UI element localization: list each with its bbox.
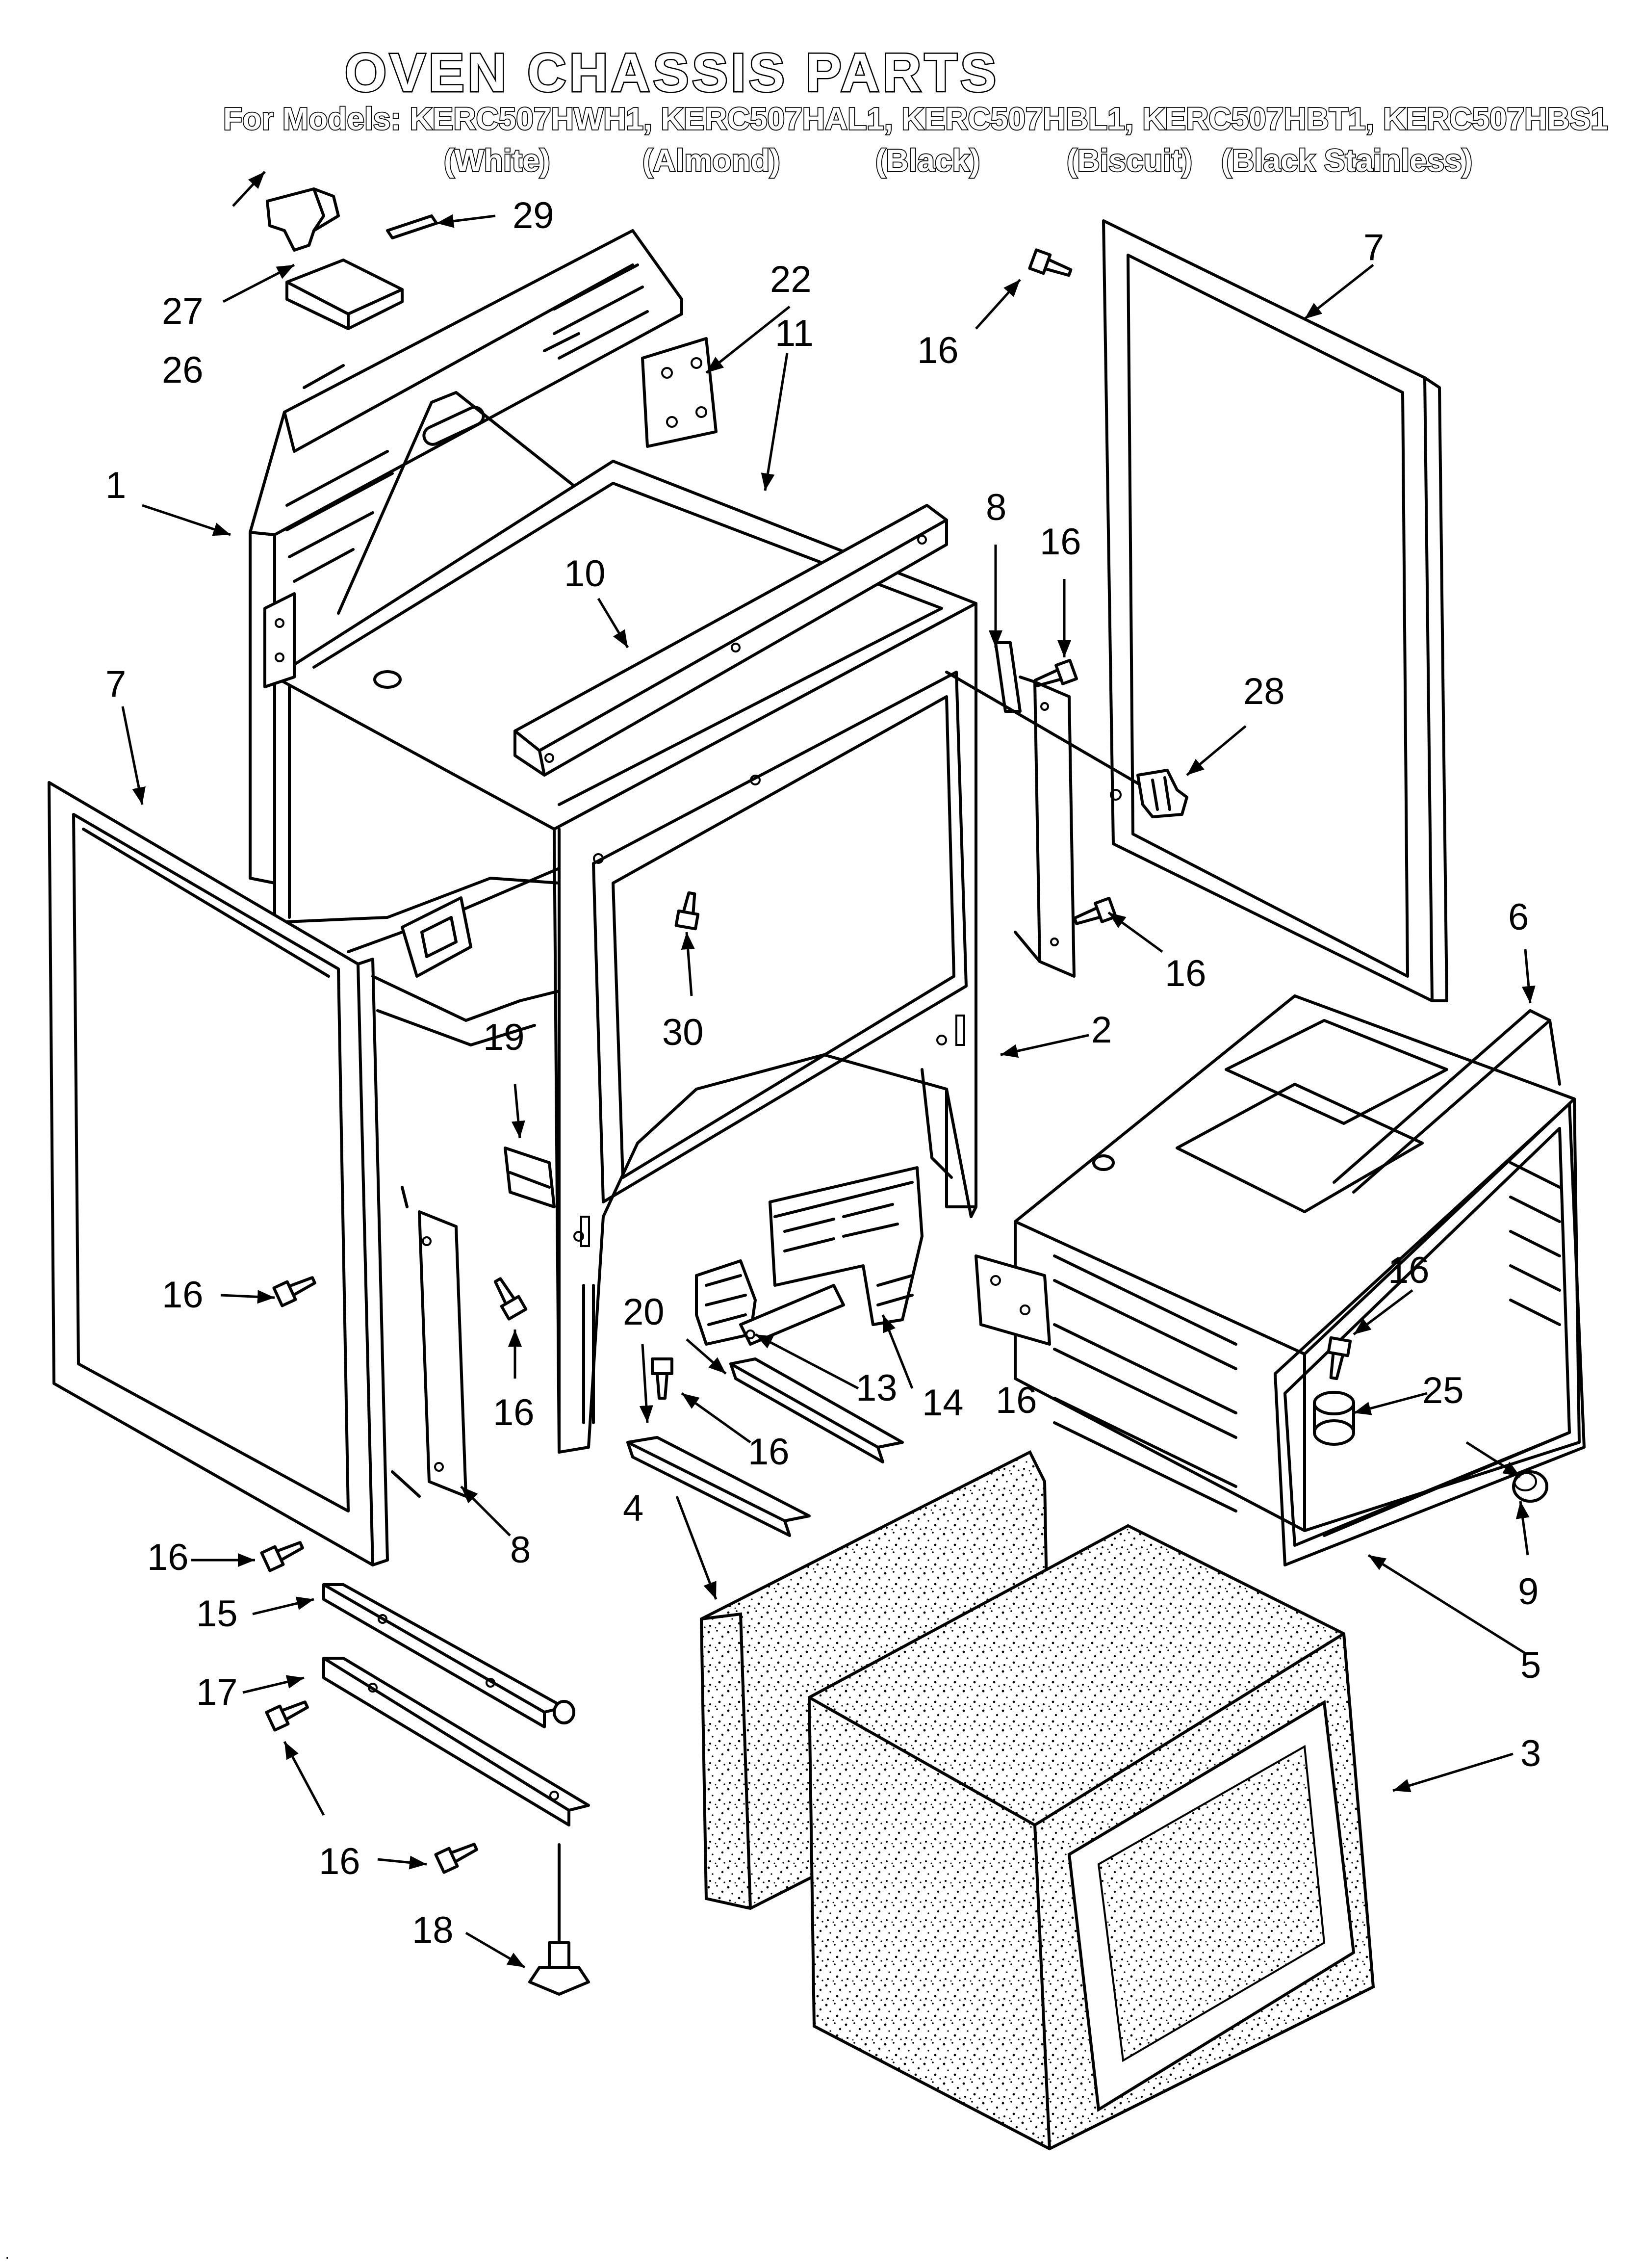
callout-11: 11 [775,313,814,354]
callout-9: 9 [1518,1571,1539,1613]
callout-7-left: 7 [105,663,126,705]
callout-3: 3 [1520,1733,1541,1774]
part-17-rail [322,1657,590,1826]
callout-2: 2 [1091,1009,1112,1051]
callout-29: 29 [513,195,554,236]
callout-14: 14 [922,1382,964,1424]
callout-16-i: 16 [319,1841,360,1882]
callout-16-a: 16 [917,330,959,371]
callout-30: 30 [662,1012,704,1053]
models-line: For Models: KERC507HWH1, KERC507HAL1, KE… [222,100,1609,137]
part-19-bracket [504,1147,556,1208]
callout-16-g: 16 [748,1431,790,1473]
callout-19: 19 [483,1017,525,1058]
callout-8-left: 8 [510,1529,531,1571]
callout-15: 15 [196,1593,238,1635]
callout-26: 26 [162,349,204,391]
part-8-left-bracket [391,1186,467,1498]
page-title: OVEN CHASSIS PARTS [343,42,1000,104]
color-label-black: (Black) [874,142,981,179]
part-3-insulation-front [807,1524,1375,2151]
callout-5: 5 [1520,1644,1541,1686]
part-7-right-side-panel [1102,219,1448,1002]
part-5-oven-cavity [975,994,1586,1566]
callout-20: 20 [623,1291,665,1333]
callout-16-f: 16 [493,1392,535,1434]
callout-8-right: 8 [986,487,1006,528]
leader-lines [121,171,1536,1969]
part-6-rack [1333,1009,1561,1194]
callout-7-right: 7 [1363,227,1384,268]
screws [260,248,1352,1874]
part-26-pad [285,259,404,330]
callout-25: 25 [1422,1370,1464,1411]
color-label-black-stainless: (Black Stainless) [1220,142,1473,179]
callout-18: 18 [412,1909,454,1951]
callout-16-e: 16 [162,1274,204,1316]
callout-4: 4 [623,1487,643,1529]
callout-6: 6 [1508,896,1529,938]
color-label-almond: (Almond) [641,142,781,179]
callout-16-j: 16 [996,1380,1037,1421]
part-27-clip [266,187,340,252]
callout-17: 17 [196,1671,238,1713]
part-9-knob [1512,1470,1548,1503]
callout-28: 28 [1243,671,1285,712]
callout-10: 10 [564,553,606,595]
part-29-strip [386,214,438,239]
color-label-white: (White) [443,142,551,179]
callout-16-h: 16 [147,1537,189,1578]
callout-numbers: 1 2 3 4 5 6 7 7 8 8 9 10 11 13 14 15 16 … [105,195,1541,1951]
part-18-leveling-leg [528,1843,590,1996]
callout-16-c: 16 [1165,953,1206,994]
part-10-crossbar [513,504,948,777]
part-7-left-side-panel [48,781,389,1566]
callout-16-d: 16 [1388,1250,1430,1291]
part-8-right-bracket [994,641,1076,978]
callout-22: 22 [770,259,812,300]
chassis-frame [249,229,977,1454]
part-28-valve [945,671,1188,818]
callout-16-b: 16 [1040,521,1081,563]
part-15-rail [322,1583,575,1728]
callout-13: 13 [856,1367,898,1409]
part-20-rails [626,1357,904,1537]
callout-27: 27 [162,290,204,332]
callout-1: 1 [105,465,126,506]
color-label-biscuit: (Biscuit) [1066,142,1193,179]
part-13-transformer [695,1259,845,1346]
footer-mark: · [5,2249,10,2265]
